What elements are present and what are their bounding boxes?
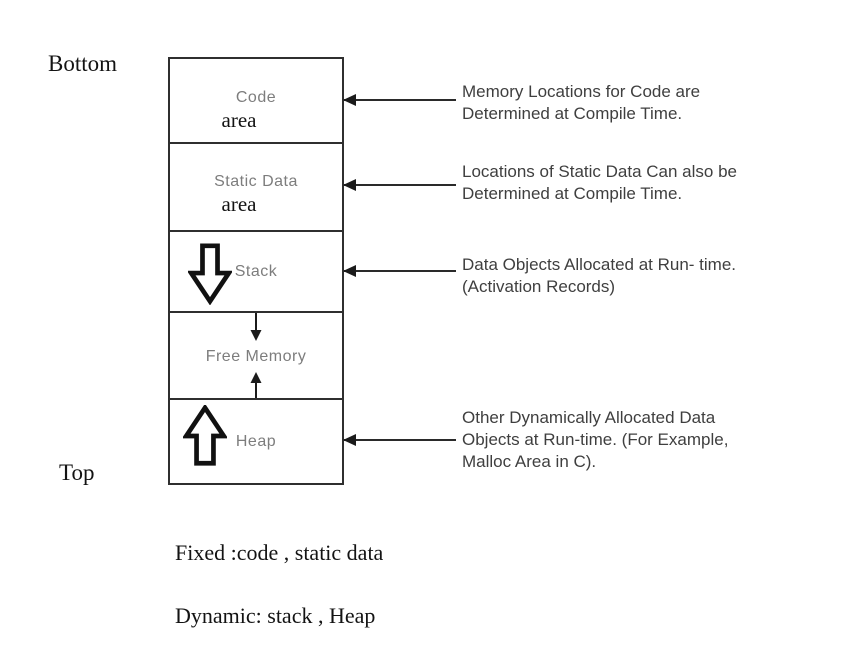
left-arrowhead-icon bbox=[343, 94, 356, 106]
annotation-line: Memory Locations for Code are bbox=[462, 82, 701, 101]
annotation-line: (Activation Records) bbox=[462, 277, 616, 296]
left-arrowhead-icon bbox=[343, 434, 356, 446]
memory-column: Code area Static Data area Stack Free Me bbox=[168, 57, 344, 485]
section-heap: Heap bbox=[170, 400, 342, 483]
footer-fixed-text: Fixed :code , static data bbox=[175, 540, 384, 565]
section-free-memory: Free Memory bbox=[170, 313, 342, 400]
arrow-to-heap bbox=[343, 434, 456, 446]
left-arrowhead-icon bbox=[343, 179, 356, 191]
annotation-line: Data Objects Allocated at Run- time. bbox=[462, 255, 737, 274]
static-data-label: Static Data bbox=[214, 173, 298, 190]
annotation-line: Malloc Area in C). bbox=[462, 452, 597, 471]
annotation-line: Determined at Compile Time. bbox=[462, 184, 683, 203]
section-static-data-area: Static Data area bbox=[170, 144, 342, 232]
annotation-line: Other Dynamically Allocated Data bbox=[462, 408, 716, 427]
annotation-stack: Data Objects Allocated at Run- time. (Ac… bbox=[462, 254, 834, 298]
annotation-heap: Other Dynamically Allocated Data Objects… bbox=[462, 407, 834, 473]
free-memory-label: Free Memory bbox=[205, 347, 307, 365]
section-code-area: Code area bbox=[170, 59, 342, 144]
arrow-to-stack bbox=[343, 265, 456, 277]
arrow-to-code bbox=[343, 94, 456, 106]
heap-label: Heap bbox=[235, 432, 277, 450]
block-arrow-down-icon bbox=[186, 243, 234, 306]
section-stack: Stack bbox=[170, 232, 342, 313]
code-label: Code bbox=[235, 89, 277, 106]
annotation-line: Objects at Run-time. (For Example, bbox=[462, 430, 729, 449]
annotation-static-data: Locations of Static Data Can also be Det… bbox=[462, 161, 834, 205]
small-arrow-up-icon bbox=[248, 372, 264, 398]
top-label: Top bbox=[59, 460, 95, 485]
arrow-to-static-data bbox=[343, 179, 456, 191]
footer-dynamic-text: Dynamic: stack , Heap bbox=[175, 603, 376, 628]
bottom-label: Bottom bbox=[48, 51, 118, 76]
left-arrowhead-icon bbox=[343, 265, 356, 277]
annotation-code: Memory Locations for Code are Determined… bbox=[462, 81, 834, 125]
code-area-sublabel: area bbox=[221, 108, 257, 132]
stack-label: Stack bbox=[234, 262, 278, 280]
annotation-line: Locations of Static Data Can also be bbox=[462, 162, 737, 181]
small-arrow-down-icon bbox=[248, 313, 264, 341]
annotation-line: Determined at Compile Time. bbox=[462, 104, 683, 123]
block-arrow-up-icon bbox=[181, 403, 229, 467]
static-data-area-sublabel: area bbox=[221, 192, 257, 216]
